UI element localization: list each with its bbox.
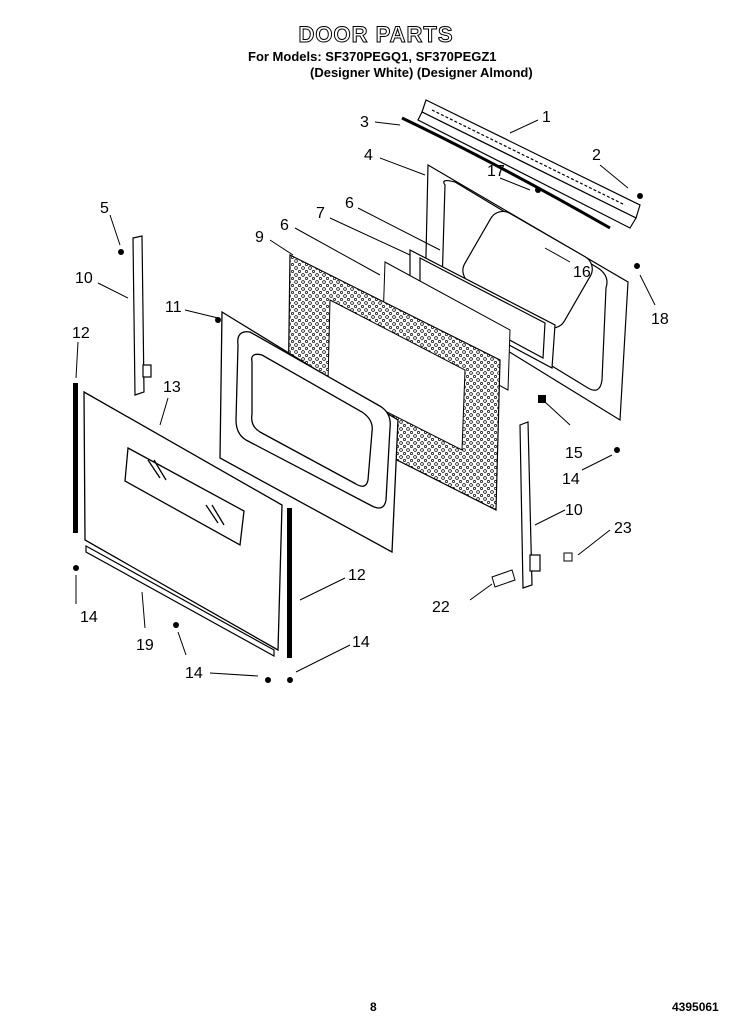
callout-23: 23 <box>614 520 632 537</box>
callout-9: 9 <box>255 229 264 246</box>
door-liner <box>219 310 399 554</box>
page-title: DOOR PARTS <box>298 22 454 48</box>
callout-2: 2 <box>592 147 601 164</box>
right-door-channel <box>519 421 541 589</box>
callout-1: 1 <box>542 109 551 126</box>
part-15-bracket <box>538 395 546 403</box>
callout-16: 16 <box>573 264 591 281</box>
callout-10-left: 10 <box>75 270 93 287</box>
callout-22: 22 <box>432 599 450 616</box>
part-23-clip <box>563 552 573 562</box>
callout-18: 18 <box>651 311 669 328</box>
callout-5: 5 <box>100 200 109 217</box>
callout-15: 15 <box>565 445 583 462</box>
callout-11: 11 <box>165 299 182 316</box>
page-number: 8 <box>370 1000 377 1014</box>
right-side-trim <box>287 508 292 658</box>
model-numbers: For Models: SF370PEGQ1, SF370PEGZ1 <box>248 49 497 64</box>
callout-10-right: 10 <box>565 502 583 519</box>
bottom-trim <box>85 544 275 658</box>
callout-4: 4 <box>364 147 373 164</box>
callout-14-left: 14 <box>80 609 98 626</box>
callout-14-bottom: 14 <box>185 665 203 682</box>
top-gasket <box>401 116 611 230</box>
leader-lines <box>75 119 656 677</box>
callout-14-mid: 14 <box>352 634 370 651</box>
model-variants: (Designer White) (Designer Almond) <box>310 65 533 80</box>
screws <box>73 187 643 683</box>
callout-7: 7 <box>316 205 325 222</box>
callout-14-right: 14 <box>562 471 580 488</box>
left-door-channel <box>132 235 152 396</box>
callout-12-right: 12 <box>348 567 366 584</box>
document-number: 4395061 <box>672 1000 719 1014</box>
callout-17: 17 <box>487 163 505 180</box>
callout-12-left: 12 <box>72 325 90 342</box>
callout-6-upper: 6 <box>345 195 354 212</box>
inner-door-panel <box>424 163 629 422</box>
part-22-pin <box>491 569 516 588</box>
callout-6-lower: 6 <box>280 217 289 234</box>
callout-3: 3 <box>360 114 369 131</box>
callout-13: 13 <box>163 379 181 396</box>
outer-door-panel <box>83 390 283 652</box>
vent-trim <box>417 99 641 229</box>
callout-19: 19 <box>136 637 154 654</box>
left-side-trim <box>73 383 78 533</box>
